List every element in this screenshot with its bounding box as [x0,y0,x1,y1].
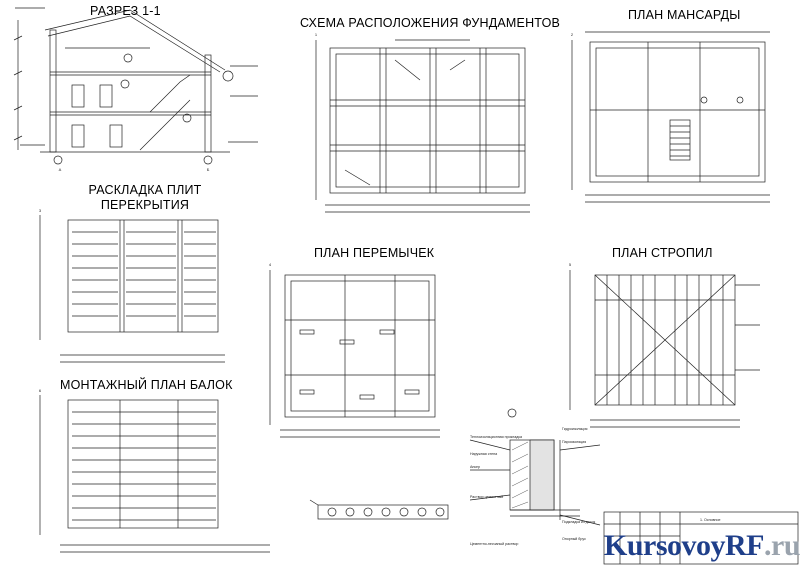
stamp-cell: 1. Основное [700,518,720,522]
detail-label-6: Подкладка из досок [562,520,596,524]
hatching [511,441,529,509]
title-foundations-scheme: СХЕМА РАСПОЛОЖЕНИЯ ФУНДАМЕНТОВ [300,16,561,30]
watermark-logo: KursovoyRF.ru [604,528,800,564]
watermark-brand: KursovoyRF [604,529,765,562]
wall-node-detail [469,408,601,526]
detail-label-7: Цементно-песчаный раствор [470,542,518,546]
title-attic-plan: ПЛАН МАНСАРДЫ [628,8,741,22]
title-slabs-line2: ПЕРЕКРЫТИЯ [100,198,190,212]
axis-marker-4: 4 [269,262,272,267]
axis-marker-5: 5 [569,262,572,267]
detail-label-1: Теплоизоляционная прокладка [470,435,522,439]
detail-label-8: Опорный брус [562,537,586,541]
title-block [603,511,799,565]
foundations-scheme-drawing [315,39,530,213]
detail-label-3: Наружная стена [470,452,497,456]
axis-marker-1: 1 [315,32,318,37]
title-beams-plan: МОНТАЖНЫЙ ПЛАН БАЛОК [60,378,233,392]
axis-marker-2: 2 [571,32,574,37]
title-slabs-line1: РАСКЛАДКА ПЛИТ [88,183,202,197]
axis-marker-a: А [59,167,62,172]
detail-label-9: Гидроизоляция [562,427,587,431]
title-lintels-plan: ПЛАН ПЕРЕМЫЧЕК [314,246,435,260]
axis-marker-6: 6 [39,388,42,393]
title-rafters-plan: ПЛАН СТРОПИЛ [612,246,713,260]
beams-plan-drawing [39,395,270,553]
slab-profile-detail [309,499,449,520]
lintels-plan-drawing [269,270,440,438]
detail-label-5: Пароизоляция [562,440,586,444]
axis-marker-3: 3 [39,208,42,213]
detail-label-4: Раствор цементный [470,495,503,499]
detail-label-2: Анкер [470,465,480,469]
attic-plan-drawing [571,31,770,203]
watermark-suffix: .ru [764,529,800,562]
slabs-layout-drawing [39,215,225,363]
section-1-1-drawing [13,7,258,165]
axis-marker-b: Б [207,167,210,172]
rafters-plan-drawing [569,270,760,428]
